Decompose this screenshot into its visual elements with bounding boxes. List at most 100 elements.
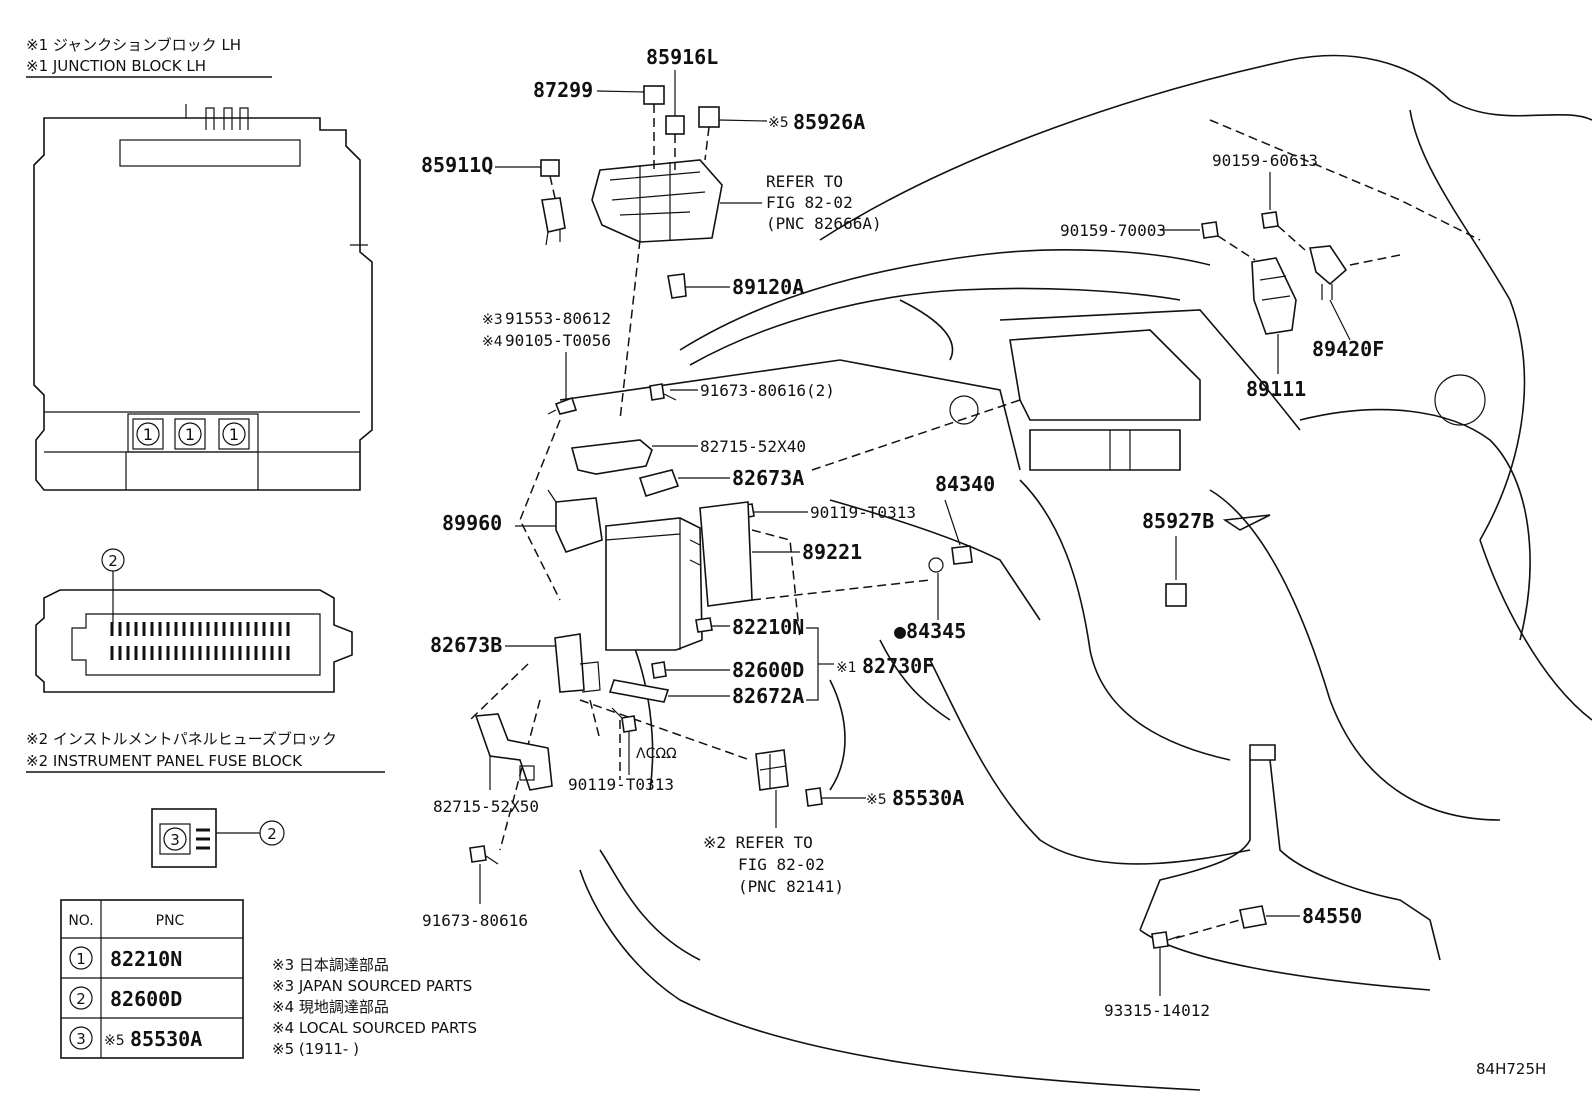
fuse-legend: 3 2 (151, 808, 285, 868)
bolt-93315-icon (1151, 931, 1169, 949)
svg-text:1: 1 (185, 425, 195, 444)
label-90159-70003: 90159-70003 (1060, 221, 1166, 240)
clip-89120a-icon (667, 273, 687, 299)
label-85530A: 85530A (892, 786, 964, 810)
label-82730F: 82730F (862, 654, 934, 678)
clip-82600d-icon (651, 661, 667, 679)
label-82600D: 82600D (732, 658, 804, 682)
refer-fig-82-02-line1: REFER TO (766, 172, 843, 191)
svg-text:1: 1 (143, 425, 153, 444)
relay-85911q-icon (540, 159, 560, 177)
junction-block-title-jp: ※1 ジャンクションブロック LH (26, 36, 241, 54)
svg-text:3: 3 (76, 1030, 86, 1048)
refer-fig-82141-line2: FIG 82-02 (738, 855, 825, 874)
table-row: 1 82210N (69, 946, 182, 971)
figure-code: 84H725H (1476, 1060, 1546, 1078)
refer-fig-82-02-line3: (PNC 82666A) (766, 214, 882, 233)
pnc-table: NO. PNC 1 82210N 2 82600D 3 ※5 85530A (60, 899, 244, 1059)
relay-85926a-icon (698, 106, 720, 128)
scribble: ΛCΩΩ (636, 746, 677, 762)
svg-text:2: 2 (76, 990, 86, 1008)
fuse-block-callout-2: 2 (101, 548, 125, 625)
connector-82141-icon (755, 749, 789, 791)
label-84345: ●84345 (894, 619, 966, 643)
note-line: ※5 (1911- ) (272, 1040, 359, 1058)
switch-84550-icon (1239, 905, 1267, 929)
sourcing-notes: ※3 日本調達部品 ※3 JAPAN SOURCED PARTS ※4 現地調達… (272, 956, 477, 1058)
label-85916L: 85916L (646, 45, 718, 69)
junction-block-title-en: ※1 JUNCTION BLOCK LH (26, 57, 206, 75)
bracket-82673a-icon (638, 469, 680, 497)
junction-callout-1b: 1 (174, 418, 206, 450)
junction-block-drawing (33, 117, 373, 491)
label-82210N: 82210N (732, 615, 804, 639)
svg-text:82210N: 82210N (110, 947, 182, 971)
relay-block-assembly (540, 85, 723, 246)
clip-84345-icon (928, 557, 944, 573)
bolt-90159-70003-icon (1201, 221, 1219, 239)
bolt-91673-icon (649, 383, 665, 401)
label-85911Q: 85911Q (421, 153, 493, 177)
label-82673A: 82673A (732, 466, 804, 490)
cover-82672a-icon (608, 679, 670, 703)
relay-85927b-icon (1165, 583, 1187, 607)
refer-fig-82141-line3: (PNC 82141) (738, 877, 844, 896)
relay-87299-icon (643, 85, 665, 105)
table-header-pnc: PNC (156, 913, 185, 929)
label-90119-T0313-upper: 90119-T0313 (810, 503, 916, 522)
table-row: 3 ※5 85530A (69, 1026, 202, 1051)
ecu-89221-icon (699, 501, 753, 607)
connector-82673b-icon (554, 633, 585, 693)
label-89221: 89221 (802, 540, 862, 564)
module-89960-icon (555, 497, 603, 553)
label-89960: 89960 (442, 511, 502, 535)
svg-text:82600D: 82600D (110, 987, 182, 1011)
relay-85916l-icon (665, 115, 685, 135)
refer-fig-82141-line1: ※2 REFER TO (703, 833, 813, 852)
sensor-89111-icon (1251, 257, 1297, 335)
mark-91553: ※3 (482, 312, 503, 328)
svg-text:1: 1 (76, 950, 86, 968)
note-line: ※4 LOCAL SOURCED PARTS (272, 1019, 477, 1037)
mark-90105: ※4 (482, 334, 503, 350)
switch-84340-icon (951, 545, 973, 565)
bracket-82715-52x40-icon (570, 439, 653, 475)
bracket-82715-52x50-icon (474, 713, 553, 791)
refer-fig-82-02-line2: FIG 82-02 (766, 193, 853, 212)
svg-text:1: 1 (229, 425, 239, 444)
note-line: ※3 日本調達部品 (272, 956, 389, 974)
mark-82730F: ※1 (836, 660, 857, 676)
label-82673B: 82673B (430, 633, 502, 657)
label-84340: 84340 (935, 472, 995, 496)
svg-text:※5: ※5 (104, 1033, 125, 1049)
label-82715-52X40: 82715-52X40 (700, 437, 806, 456)
label-91553-80612: 91553-80612 (505, 309, 611, 328)
svg-text:85530A: 85530A (130, 1027, 202, 1051)
mark-85926A: ※5 (768, 115, 789, 131)
bolt-91673-lower-icon (469, 845, 487, 863)
mark-85530A: ※5 (866, 792, 887, 808)
svg-text:2: 2 (108, 552, 118, 570)
note-line: ※4 現地調達部品 (272, 998, 389, 1016)
label-90119-T0313-lower: 90119-T0313 (568, 775, 674, 794)
junction-block-section: ※1 ジャンクションブロック LH ※1 JUNCTION BLOCK LH 1… (26, 36, 373, 491)
bolt-90159-60613-icon (1261, 211, 1279, 229)
fuse-block-title-en: ※2 INSTRUMENT PANEL FUSE BLOCK (26, 752, 303, 770)
label-89420F: 89420F (1312, 337, 1384, 361)
label-87299: 87299 (533, 78, 593, 102)
fuse-block-drawing (35, 589, 353, 693)
label-91673-80616: 91673-80616 (422, 911, 528, 930)
junction-callout-1c: 1 (218, 418, 250, 450)
ecu-main-icon (605, 517, 703, 651)
table-header-no: NO. (68, 913, 93, 929)
label-82715-52X50: 82715-52X50 (433, 797, 539, 816)
relay-85530a-icon (805, 787, 823, 807)
note-line: ※3 JAPAN SOURCED PARTS (272, 977, 472, 995)
label-85927B: 85927B (1142, 509, 1214, 533)
svg-text:2: 2 (267, 825, 277, 843)
instrument-panel-drawing (559, 54, 1592, 1091)
fuse-block-title-jp: ※2 インストルメントパネルヒューズブロック (26, 730, 337, 748)
bolt-90119-lower-icon (621, 715, 637, 733)
label-93315-14012: 93315-14012 (1104, 1001, 1210, 1020)
